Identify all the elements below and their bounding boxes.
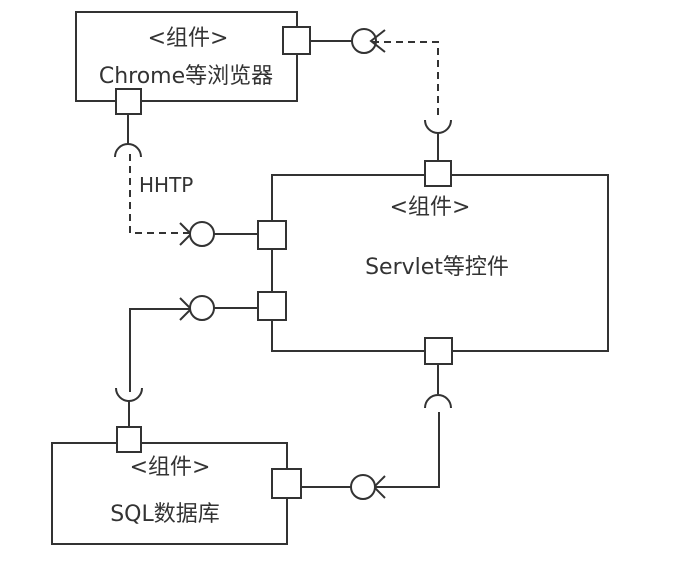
component-stereotype: <组件> bbox=[390, 195, 471, 220]
port-database-right[interactable] bbox=[271, 468, 302, 499]
dependency-line bbox=[129, 154, 190, 234]
required-interface-socket-icon bbox=[115, 387, 143, 402]
provided-interface-ball-icon bbox=[350, 474, 376, 500]
provided-interface-ball-icon bbox=[189, 295, 215, 321]
port-browser-bottom[interactable] bbox=[115, 88, 142, 115]
connector-database-to-servlet[interactable] bbox=[115, 295, 258, 427]
component-name: SQL数据库 bbox=[110, 502, 220, 527]
component-database[interactable]: <组件> SQL数据库 bbox=[51, 426, 302, 545]
connector-servlet-to-database[interactable] bbox=[301, 364, 452, 500]
required-interface-socket-icon bbox=[114, 143, 142, 158]
port-servlet-left-upper[interactable] bbox=[257, 220, 287, 250]
component-name: Servlet等控件 bbox=[365, 255, 509, 280]
component-box[interactable] bbox=[51, 442, 288, 545]
port-servlet-bottom[interactable] bbox=[424, 337, 453, 365]
connector-label: HHTP bbox=[139, 173, 193, 197]
arrowhead-icon bbox=[369, 29, 386, 53]
component-servlet[interactable]: <组件> Servlet等控件 bbox=[257, 160, 609, 365]
association-line bbox=[376, 412, 440, 488]
required-interface-socket-icon bbox=[424, 394, 452, 409]
port-servlet-top[interactable] bbox=[424, 160, 452, 187]
component-name: Chrome等浏览器 bbox=[99, 64, 273, 89]
component-browser[interactable]: <组件> Chrome等浏览器 bbox=[75, 11, 311, 115]
dependency-line bbox=[372, 41, 439, 119]
port-browser-right[interactable] bbox=[282, 26, 311, 55]
component-stereotype: <组件> bbox=[148, 26, 229, 51]
provided-interface-ball-icon bbox=[189, 221, 215, 247]
required-interface-socket-icon bbox=[424, 119, 452, 134]
port-servlet-left-lower[interactable] bbox=[257, 291, 287, 321]
component-box[interactable] bbox=[75, 11, 298, 102]
component-box[interactable] bbox=[271, 174, 609, 352]
connector-browser-to-servlet[interactable]: HHTP bbox=[114, 114, 258, 247]
association-line bbox=[129, 308, 190, 392]
connector-servlet-to-browser[interactable] bbox=[310, 28, 452, 161]
port-database-top[interactable] bbox=[116, 426, 142, 453]
component-stereotype: <组件> bbox=[130, 455, 211, 480]
